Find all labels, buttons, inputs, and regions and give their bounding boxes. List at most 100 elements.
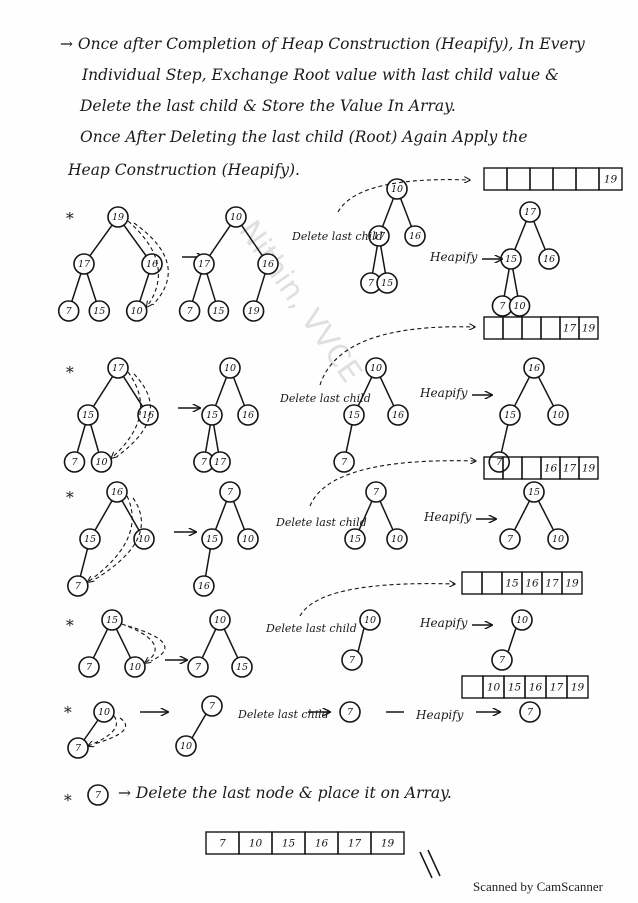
array-cell-value: 10 xyxy=(249,838,263,850)
node-value: 16 xyxy=(262,259,274,270)
node-value: 16 xyxy=(111,487,123,498)
node-value: 16 xyxy=(198,581,210,592)
swap-arrow xyxy=(88,715,118,746)
array-cell xyxy=(481,571,503,595)
node-value: 16 xyxy=(409,231,421,242)
tree-edge xyxy=(139,273,150,302)
heapify-label: Heapify xyxy=(416,708,464,722)
array-cell xyxy=(506,167,531,191)
heap-node: 10 xyxy=(547,404,569,426)
heap-node: 15 xyxy=(79,528,101,550)
node-value: 15 xyxy=(348,410,360,421)
tree-edge xyxy=(241,224,263,257)
tree-edge xyxy=(381,198,395,227)
tree-edge xyxy=(191,713,207,739)
heap-node: 17 xyxy=(368,225,390,247)
heap-node: 7 xyxy=(63,451,86,473)
tree-edge xyxy=(92,376,114,407)
array-cell xyxy=(529,167,554,191)
heapify-label: Heapify xyxy=(420,616,468,630)
intro-line-4: Once After Deleting the last child (Root… xyxy=(80,128,528,146)
step-bullet: * xyxy=(64,704,72,722)
tree-edge xyxy=(223,628,239,659)
step-bullet: * xyxy=(66,489,74,507)
node-value: 10 xyxy=(364,615,376,626)
array-cell xyxy=(578,456,599,480)
heap-node: 10 xyxy=(386,178,408,200)
node-value: 7 xyxy=(499,655,506,666)
node-value: 10 xyxy=(516,615,528,626)
node-value: 10 xyxy=(224,363,236,374)
array-cell xyxy=(502,316,523,340)
heap-node: 10 xyxy=(219,357,241,379)
array-cell-value: 15 xyxy=(508,682,522,694)
node-value: 7 xyxy=(341,457,348,468)
node-value: 10 xyxy=(514,301,526,312)
node-value: 10 xyxy=(552,534,564,545)
node-value: 7 xyxy=(86,662,93,673)
tree-edge xyxy=(255,273,266,302)
tree-edge xyxy=(212,424,220,453)
node-value: 19 xyxy=(112,212,124,223)
node-value: 7 xyxy=(368,278,375,289)
swap-arrow xyxy=(127,220,159,307)
node-value: 10 xyxy=(391,534,403,545)
tree-edge xyxy=(206,273,217,302)
node-value: 15 xyxy=(528,487,540,498)
tree-edge xyxy=(537,376,555,407)
heap-node: 7 xyxy=(78,656,100,678)
heap-node: 7 xyxy=(339,701,361,723)
heap-node: 15 xyxy=(207,300,230,322)
node-value: 17 xyxy=(78,259,91,270)
step-bullet: * xyxy=(66,364,74,382)
heap-node: 15 xyxy=(231,656,253,678)
array-cell xyxy=(521,456,542,480)
array-cell xyxy=(566,675,589,699)
heap-node: 10 xyxy=(237,528,259,550)
heap-node: 7 xyxy=(519,701,541,723)
heap-node: 10 xyxy=(209,609,231,631)
tree-edge xyxy=(503,268,510,297)
node-value: 15 xyxy=(381,278,393,289)
tree-edge xyxy=(379,376,395,407)
heap-node: 7 xyxy=(67,737,89,759)
node-value: 10 xyxy=(131,306,143,317)
heap-node: 15 xyxy=(88,300,111,322)
node-value: 7 xyxy=(499,301,506,312)
end-mark xyxy=(427,849,441,877)
heap-node: 15 xyxy=(376,272,398,294)
tree-edge xyxy=(371,245,379,274)
heap-node: 15 xyxy=(500,248,522,270)
node-value: 10 xyxy=(138,534,150,545)
node-value: 19 xyxy=(248,306,260,317)
node-value: 7 xyxy=(95,790,102,801)
node-value: 17 xyxy=(373,231,386,242)
node-value: 10 xyxy=(214,615,226,626)
node-value: 16 xyxy=(392,410,404,421)
node-value: 7 xyxy=(496,457,503,468)
heap-node: 7 xyxy=(187,656,209,678)
heap-node: 19 xyxy=(107,206,129,228)
array-cell-value: 19 xyxy=(604,174,618,186)
heap-node: 7 xyxy=(219,481,241,503)
intro-line-5: Heap Construction (Heapify). xyxy=(68,161,300,179)
node-value: 15 xyxy=(349,534,361,545)
heap-node: 10 xyxy=(225,206,247,228)
tree-edge xyxy=(204,424,212,453)
array-cell-value: 19 xyxy=(582,323,596,335)
heap-node: 7 xyxy=(333,451,355,473)
heap-node: 10 xyxy=(386,528,408,550)
node-value: 7 xyxy=(75,743,82,754)
node-value: 10 xyxy=(230,212,242,223)
node-value: 10 xyxy=(180,741,192,752)
swap-arrow xyxy=(117,373,151,457)
scanner-footer: Scanned by CamScanner xyxy=(473,879,603,894)
step-bullet: * xyxy=(66,210,74,228)
heapify-label: Heapify xyxy=(430,250,478,264)
swap-arrow xyxy=(93,717,127,745)
tree-edge xyxy=(513,376,531,407)
node-value: 16 xyxy=(146,259,158,270)
